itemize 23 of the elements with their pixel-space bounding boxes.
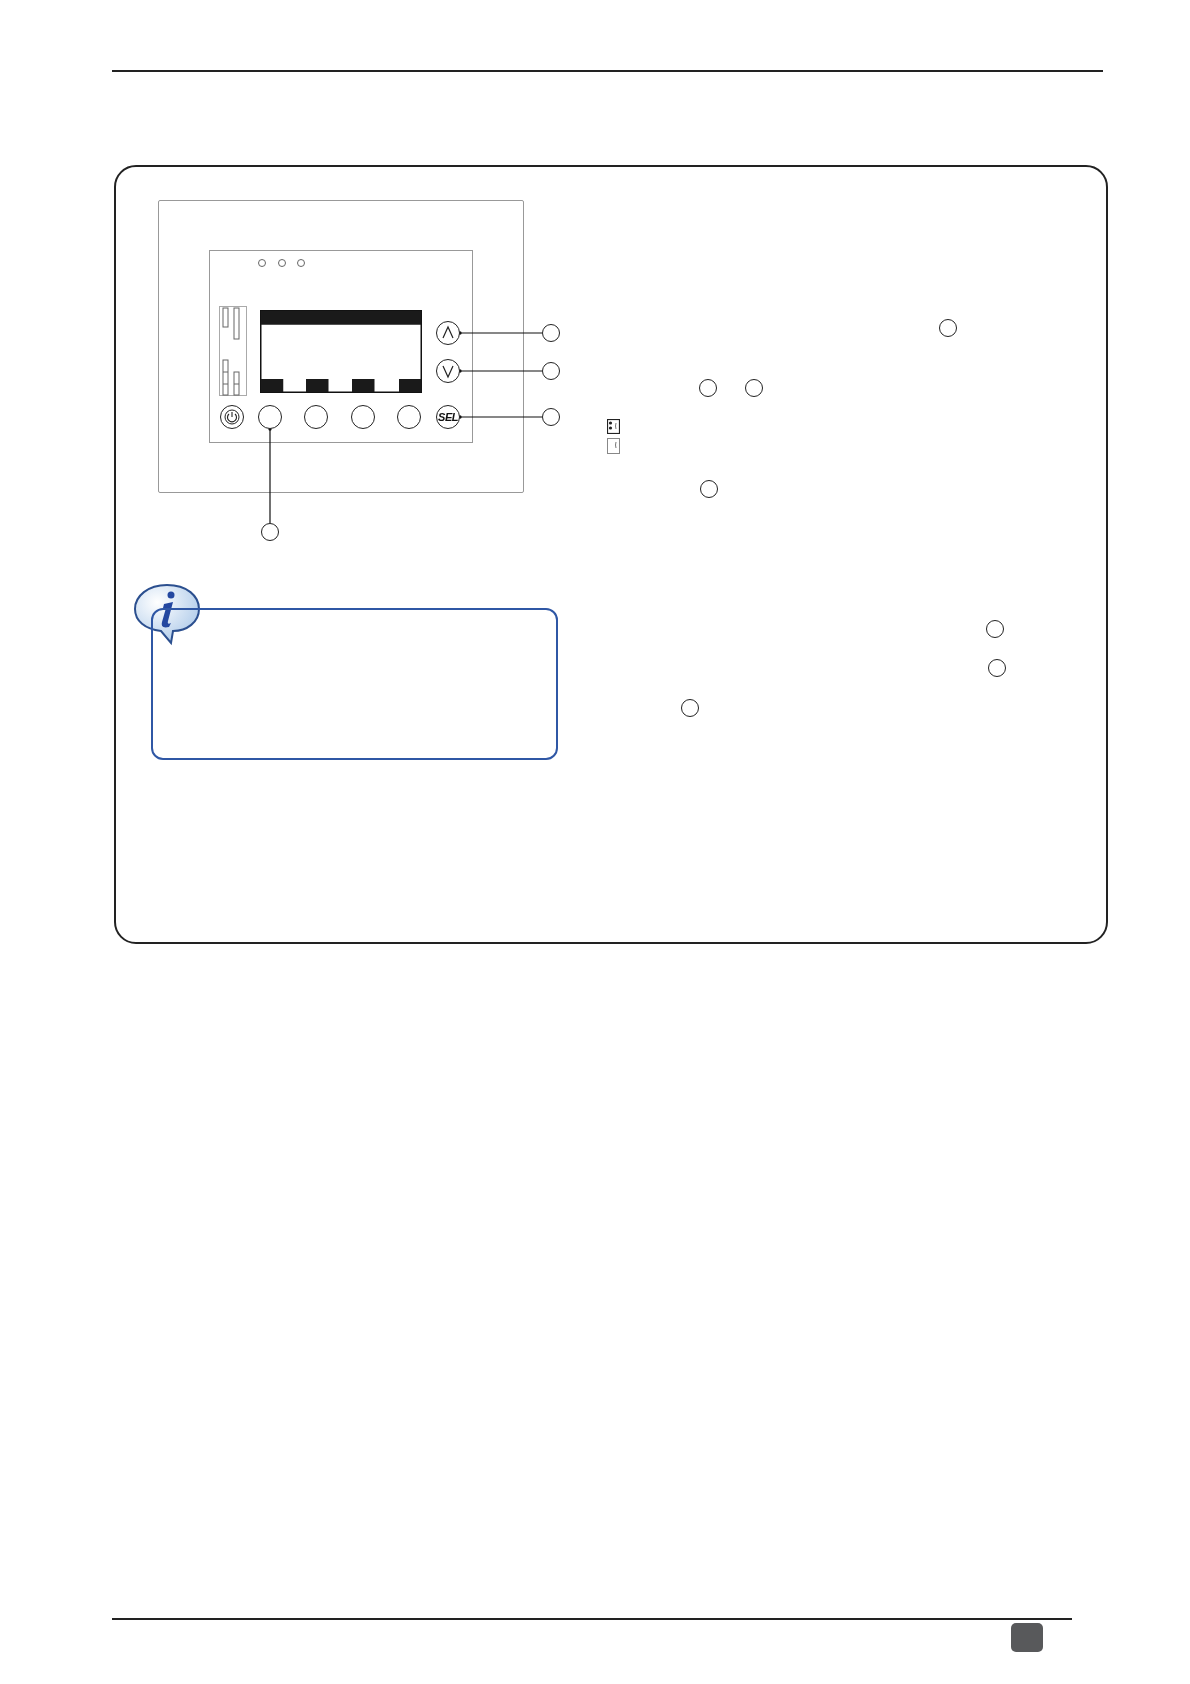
callout-circle (542, 324, 560, 342)
leader-line (458, 369, 543, 373)
callout-circle (542, 362, 560, 380)
callout-circle (939, 319, 957, 337)
callout-circle (745, 379, 763, 397)
leader-line (268, 427, 272, 524)
soft-button (397, 405, 421, 429)
callout-circle (261, 523, 279, 541)
select-button: SEL (436, 405, 460, 429)
leader-line (458, 331, 543, 335)
soft-button (351, 405, 375, 429)
callout-circle (542, 408, 560, 426)
callout-circle (986, 620, 1004, 638)
callout-circle (699, 379, 717, 397)
callout-circle (988, 659, 1006, 677)
info-note-box (151, 608, 558, 760)
callout-circle (681, 699, 699, 717)
leader-line (458, 415, 543, 419)
up-button (436, 321, 460, 345)
soft-button (304, 405, 328, 429)
down-button (436, 359, 460, 383)
soft-button (258, 405, 282, 429)
callout-circle (700, 480, 718, 498)
